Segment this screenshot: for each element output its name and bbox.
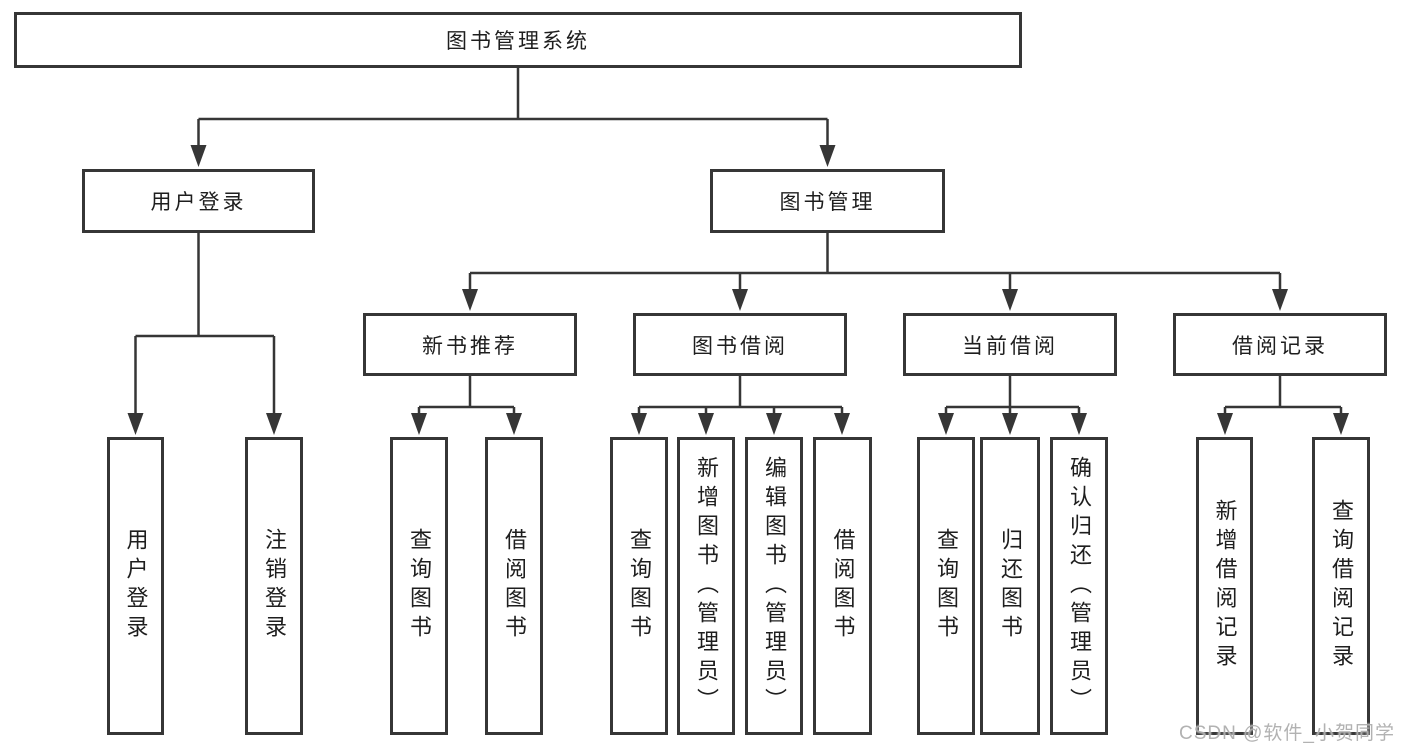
node-query-borrow-record: 查询借阅记录 bbox=[1312, 437, 1370, 735]
watermark: CSDN @软件_小贺同学 bbox=[1179, 723, 1395, 744]
node-book-management-label: 图书管理 bbox=[779, 191, 876, 214]
node-recommend-borrow-books: 借阅图书 bbox=[485, 437, 543, 735]
node-borrow-borrow-books: 借阅图书 bbox=[813, 437, 872, 735]
node-user-login-module: 用户登录 bbox=[82, 169, 315, 233]
node-edit-book-admin-label: 编辑图书（管理员） bbox=[762, 455, 787, 717]
node-user-login-label: 用户登录 bbox=[123, 528, 149, 644]
node-new-book-recommend-label: 新书推荐 bbox=[422, 334, 518, 358]
node-current-query-books-label: 查询图书 bbox=[934, 528, 959, 644]
node-user-login: 用户登录 bbox=[107, 437, 164, 735]
node-user-login-module-label: 用户登录 bbox=[150, 191, 247, 214]
node-new-book-recommend: 新书推荐 bbox=[363, 313, 577, 376]
node-book-borrow-label: 图书借阅 bbox=[692, 334, 788, 358]
node-confirm-return-admin: 确认归还（管理员） bbox=[1050, 437, 1108, 735]
node-query-borrow-record-label: 查询借阅记录 bbox=[1329, 499, 1354, 673]
node-recommend-query-books-label: 查询图书 bbox=[407, 528, 432, 644]
node-borrow-records: 借阅记录 bbox=[1173, 313, 1387, 376]
node-confirm-return-admin-label: 确认归还（管理员） bbox=[1067, 455, 1092, 717]
node-borrow-query-books-label: 查询图书 bbox=[627, 528, 652, 644]
node-current-borrow-label: 当前借阅 bbox=[962, 334, 1058, 358]
node-book-management: 图书管理 bbox=[710, 169, 945, 233]
node-borrow-borrow-books-label: 借阅图书 bbox=[830, 528, 856, 644]
node-current-borrow: 当前借阅 bbox=[903, 313, 1117, 376]
node-borrow-query-books: 查询图书 bbox=[610, 437, 668, 735]
node-logout: 注销登录 bbox=[245, 437, 303, 735]
node-recommend-borrow-books-label: 借阅图书 bbox=[502, 528, 527, 644]
node-add-book-admin-label: 新增图书（管理员） bbox=[694, 455, 719, 717]
node-book-borrow: 图书借阅 bbox=[633, 313, 847, 376]
node-logout-label: 注销登录 bbox=[262, 528, 287, 644]
node-current-query-books: 查询图书 bbox=[917, 437, 975, 735]
node-return-books-label: 归还图书 bbox=[998, 528, 1023, 644]
node-root: 图书管理系统 bbox=[14, 12, 1022, 68]
node-root-label: 图书管理系统 bbox=[446, 30, 590, 53]
node-return-books: 归还图书 bbox=[980, 437, 1040, 735]
node-add-borrow-record: 新增借阅记录 bbox=[1196, 437, 1253, 735]
node-borrow-records-label: 借阅记录 bbox=[1232, 334, 1328, 358]
node-recommend-query-books: 查询图书 bbox=[390, 437, 448, 735]
node-edit-book-admin: 编辑图书（管理员） bbox=[745, 437, 803, 735]
node-add-book-admin: 新增图书（管理员） bbox=[677, 437, 735, 735]
node-add-borrow-record-label: 新增借阅记录 bbox=[1212, 499, 1238, 673]
